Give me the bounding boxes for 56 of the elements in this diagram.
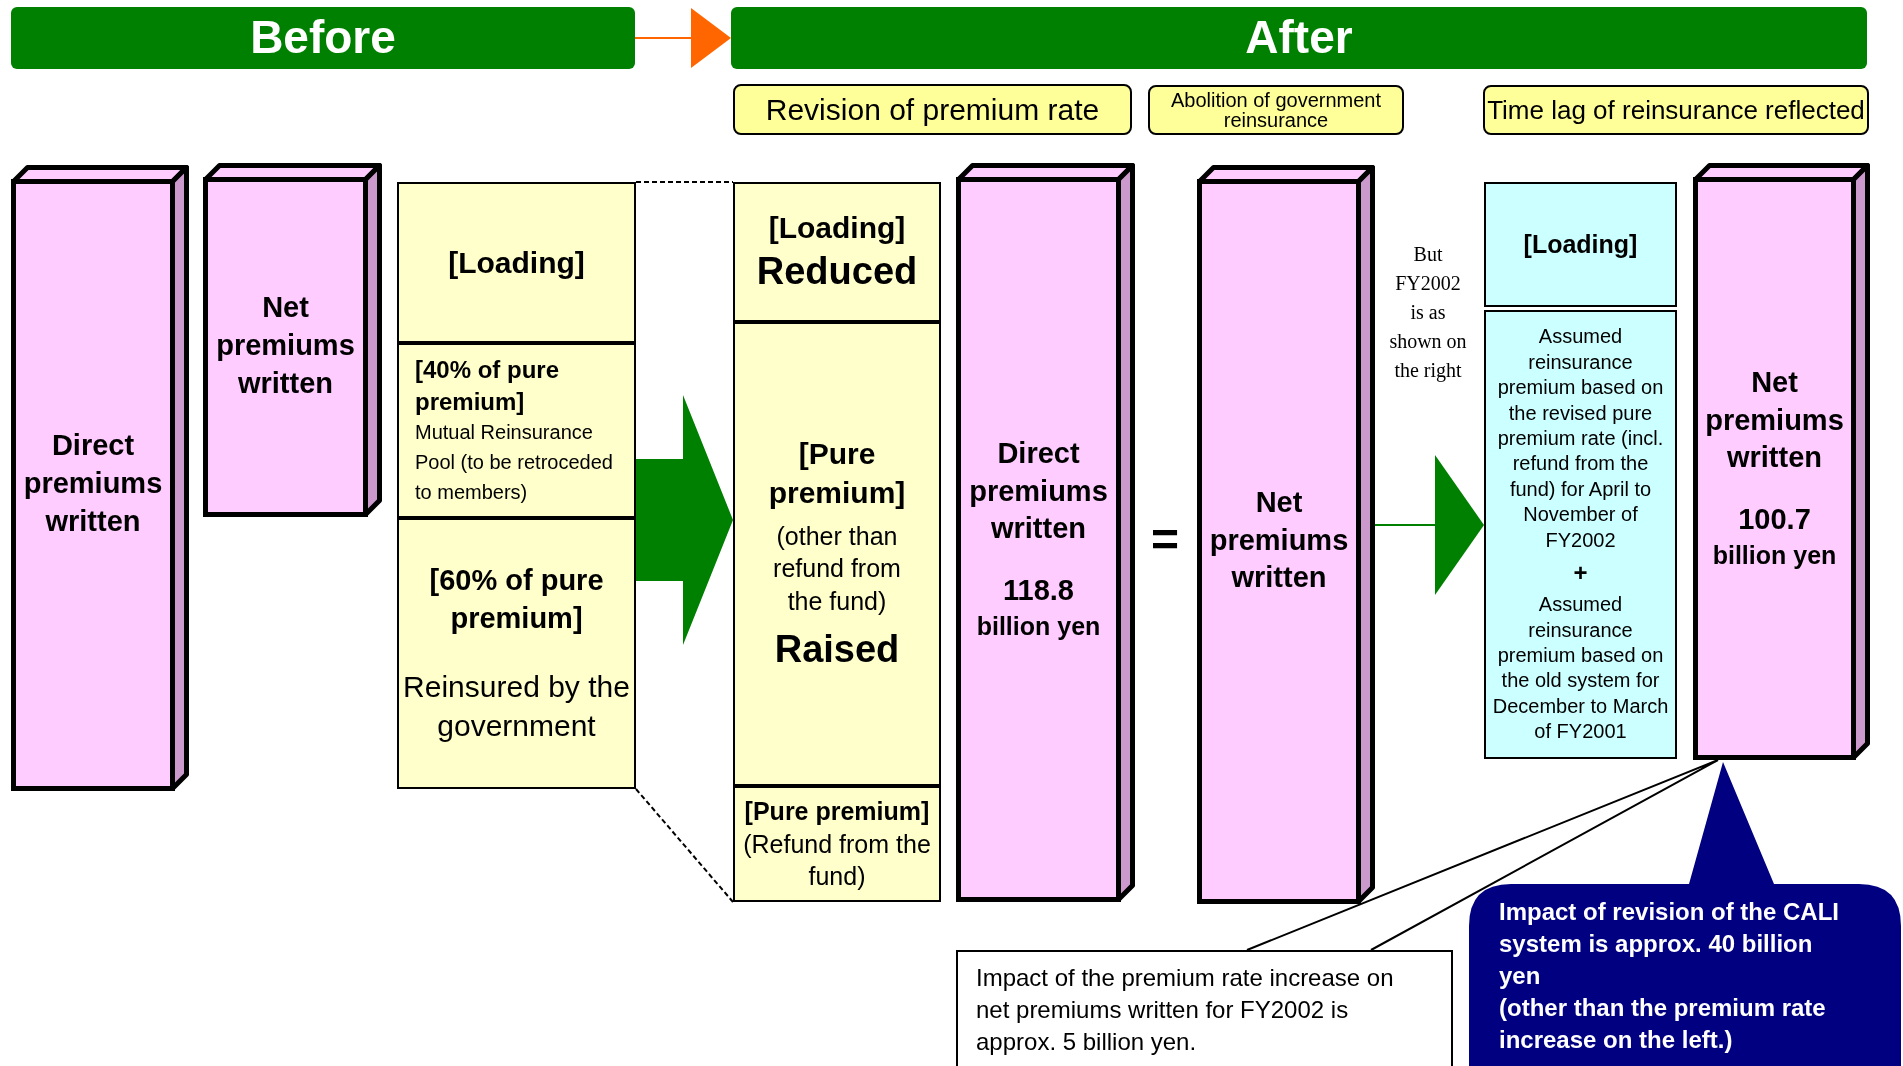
banner-title: After (1245, 10, 1353, 66)
segment-note: Assumed reinsurance premium based on the revised pure premium rate (incl. refund from the fund) for April to November of FY2002 (1496, 324, 1665, 553)
segment-note: Reinsured by the government (403, 669, 630, 745)
premium-segment (733, 322, 941, 786)
premium-segment (397, 182, 636, 343)
unit-label: billion yen (976, 610, 1101, 642)
banner-title: Before (250, 10, 396, 66)
segment-label: [60% of pure premium] (428, 562, 605, 636)
header-banner (11, 7, 635, 69)
unit-label: billion yen (1712, 539, 1837, 571)
segment-note: (Refund from the fund) (742, 828, 932, 893)
leader-line (1246, 759, 1719, 951)
value-label: 118.8 (1003, 572, 1074, 608)
segment-label: [Loading] (448, 245, 585, 281)
value-label: 100.7 (1738, 501, 1811, 537)
premium-segment (733, 786, 941, 902)
segment-label: [Pure premium] (767, 435, 907, 511)
bar-label: Direct premiums written (968, 435, 1109, 547)
premium-segment (1484, 182, 1677, 307)
tag-box (1148, 85, 1404, 135)
tag-box (733, 84, 1132, 135)
speech-bubble (1469, 762, 1901, 1066)
dashed-line (635, 181, 734, 183)
premium-segment (397, 343, 636, 518)
tag-box (1483, 85, 1869, 135)
tag-label: Abolition of government reinsurance (1169, 90, 1383, 130)
dashed-line (635, 788, 734, 903)
premium-segment (397, 518, 636, 789)
block-arrow (636, 395, 733, 645)
side-note: But FY2002 is as shown on the right (1388, 242, 1468, 384)
tag-label: Revision of premium rate (765, 94, 1100, 125)
chevron-arrow (634, 8, 731, 68)
tag-label: Time lag of reinsurance reflected (1487, 97, 1865, 123)
callout-box (956, 950, 1453, 1066)
segment-label: [Loading] (768, 209, 906, 246)
bar-label: Net premiums written (215, 290, 356, 401)
segment-label: [Pure premium] (744, 796, 930, 828)
bubble-text: Impact of revision of the CALI system is approx. 40 billion yen (1499, 897, 1841, 991)
plus-sign: + (1573, 558, 1588, 588)
callout-text: Impact of the premium rate increase on net premiums written for FY2002 is approx. 5 billion yen. (976, 963, 1395, 1057)
equals-sign: = (1150, 512, 1180, 568)
premium-segment (1484, 310, 1677, 759)
triangle-arrow (1374, 455, 1484, 595)
premium-segment (733, 182, 941, 322)
bar-label: Net premiums written (1208, 484, 1350, 596)
header-banner (731, 7, 1867, 69)
bar-label: Net premiums written (1704, 364, 1845, 476)
segment-label: [Loading] (1523, 229, 1638, 261)
segment-note: Assumed reinsurance premium based on the old system for December to March of FY2001 (1491, 592, 1670, 745)
segment-note: Reduced (756, 248, 918, 294)
segment-note: Raised (774, 627, 900, 673)
bar-label: Direct premiums written (22, 428, 164, 539)
segment-note: Mutual Reinsurance Pool (to be retroceded to members) (415, 419, 614, 505)
segment-label: [40% of pure premium] (415, 355, 561, 417)
bubble-text: (other than the premium rate increase on the left.) (1499, 992, 1827, 1055)
segment-note: (other than refund from the fund) (772, 520, 902, 617)
